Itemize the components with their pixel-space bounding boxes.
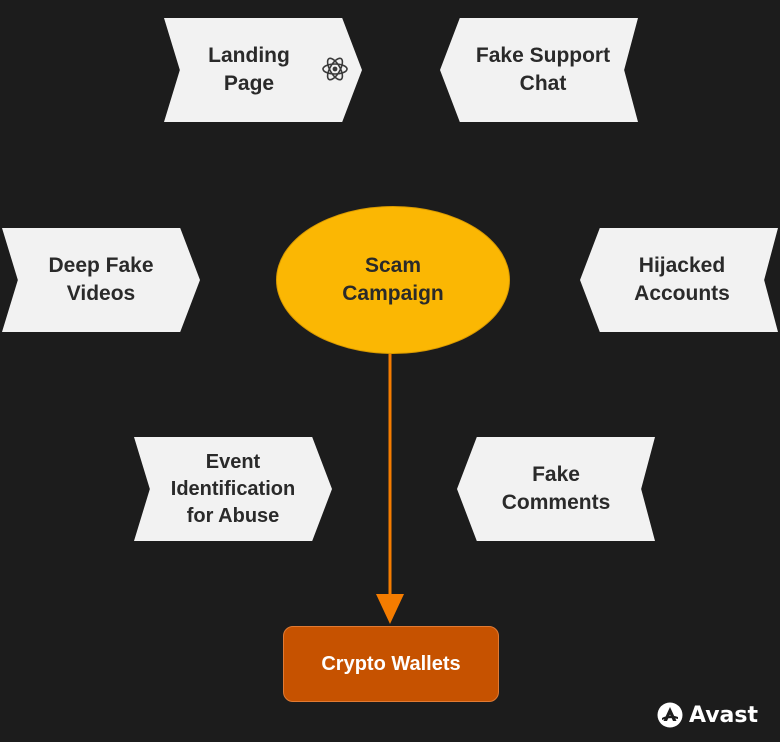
event-identification-node: Event Identification for Abuse bbox=[134, 437, 332, 541]
avast-logo-icon bbox=[657, 702, 683, 728]
deep-fake-videos-node: Deep Fake Videos bbox=[2, 228, 200, 332]
brand-name: Avast bbox=[688, 702, 758, 728]
hijacked-accounts-node: Hijacked Accounts bbox=[580, 228, 778, 332]
deep-fake-videos-label: Deep Fake Videos bbox=[48, 254, 154, 305]
avast-brand: Avast bbox=[657, 702, 758, 728]
atom-icon bbox=[322, 57, 348, 81]
scam-campaign-label: Scam Campaign bbox=[342, 254, 444, 305]
fake-support-chat-label: Fake Support Chat bbox=[475, 44, 611, 95]
scam-campaign-node: Scam Campaign bbox=[276, 206, 510, 354]
hijacked-accounts-label: Hijacked Accounts bbox=[634, 254, 730, 305]
fake-comments-node: Fake Comments bbox=[457, 437, 655, 541]
crypto-wallets-label: Crypto Wallets bbox=[321, 653, 461, 675]
fake-comments-label: Fake Comments bbox=[501, 463, 611, 514]
arrow-head-icon bbox=[376, 594, 404, 624]
crypto-wallets-node: Crypto Wallets bbox=[283, 626, 499, 702]
fake-support-chat-node: Fake Support Chat bbox=[440, 18, 638, 122]
landing-page-label: Landing Page bbox=[208, 44, 290, 95]
event-identification-label: Event Identification for Abuse bbox=[170, 450, 296, 527]
